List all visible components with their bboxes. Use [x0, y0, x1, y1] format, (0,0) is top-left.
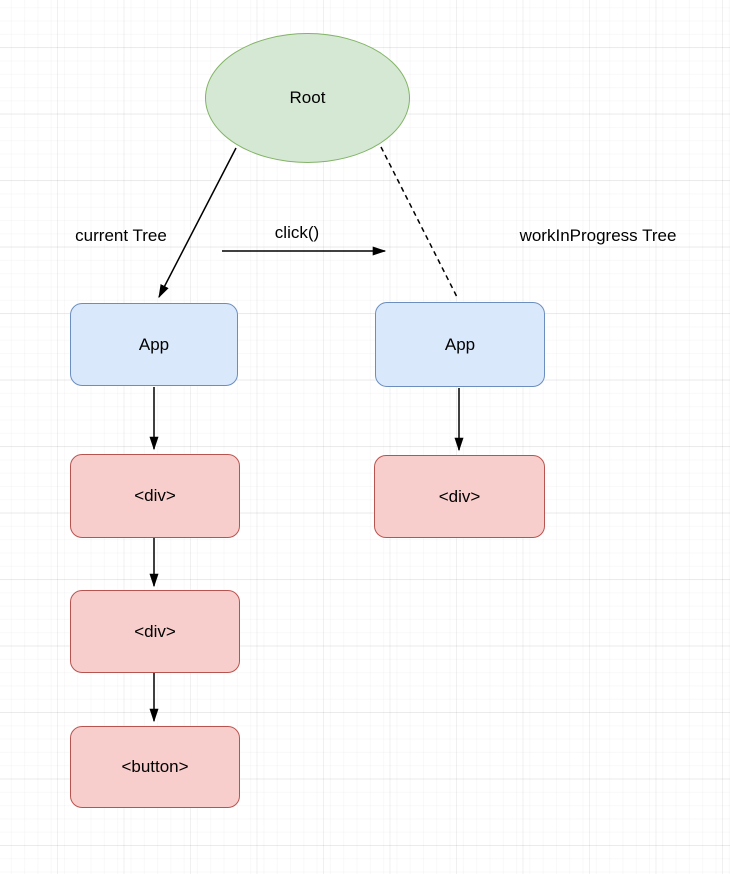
node-app-wip: App: [375, 302, 545, 387]
label-current-tree: current Tree: [75, 226, 167, 245]
node-app-current: App: [70, 303, 238, 386]
node-app-wip-label: App: [444, 334, 476, 354]
node-div-wip: <div>: [374, 455, 545, 538]
node-div1-current: <div>: [70, 454, 240, 538]
node-div2-current: <div>: [70, 590, 240, 673]
node-root-label: Root: [289, 88, 326, 107]
node-root: Root: [205, 33, 410, 163]
edge-root-to-wip-app-dashed: [380, 146, 459, 300]
node-div1-current-label: <div>: [134, 486, 176, 505]
node-button-current: <button>: [70, 726, 240, 808]
label-click: click(): [274, 223, 320, 242]
edge-root-to-current-app: [158, 147, 237, 299]
node-app-current-label: App: [138, 334, 170, 354]
node-button-current-label: <button>: [121, 757, 189, 776]
label-work-in-progress-tree: workInProgress Tree: [519, 226, 677, 245]
node-div2-current-label: <div>: [134, 621, 176, 641]
node-div-wip-label: <div>: [438, 486, 481, 506]
